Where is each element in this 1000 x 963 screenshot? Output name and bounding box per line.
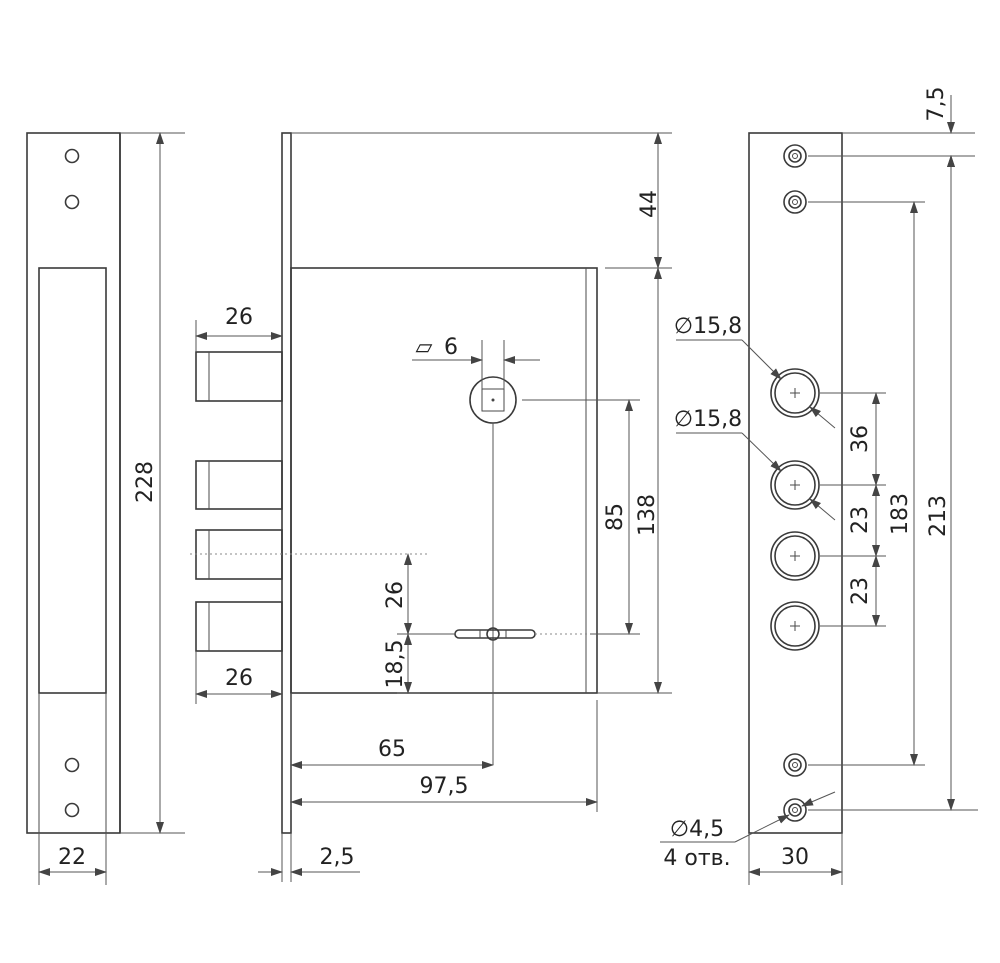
bolt-1 xyxy=(195,351,283,402)
label-top-offset: 44 xyxy=(637,190,662,218)
label-bolt-length-bottom: 26 xyxy=(225,666,253,691)
bolt-4 xyxy=(195,601,283,652)
strike-screw-hole xyxy=(64,194,80,210)
faceplate-bolt-hole xyxy=(770,601,820,651)
label-screw-hole-count: 4 отв. xyxy=(663,846,730,871)
dim-spindle-to-key: 85 xyxy=(522,399,640,635)
label-case-width: 97,5 xyxy=(420,774,469,799)
label-bolt-spacing-2: 23 xyxy=(848,506,873,534)
lock-body xyxy=(190,132,598,834)
keyhole xyxy=(454,627,590,641)
dim-key-to-bolt: 26 xyxy=(383,553,455,635)
dim-screw-hole-span: 183 xyxy=(808,201,925,766)
dim-backset: 65 xyxy=(290,693,494,810)
strike-screw-hole xyxy=(64,148,80,164)
label-screw-hole-span: 183 xyxy=(888,493,913,535)
label-backset: 65 xyxy=(378,737,406,762)
faceplate-screw-hole xyxy=(783,190,807,214)
label-top-screw-offset: 7,5 xyxy=(924,87,949,122)
strike-bolt-opening xyxy=(38,267,107,694)
dim-top-offset: 44 xyxy=(291,132,672,269)
spindle-square xyxy=(481,388,505,412)
label-case-height: 138 xyxy=(635,494,660,536)
dim-screw-hole-diameter: ∅4,5 4 отв. xyxy=(660,791,836,871)
dim-strike-height: 228 xyxy=(120,132,185,834)
faceplate-bolt-hole xyxy=(770,460,820,510)
faceplate-bolt-hole xyxy=(770,368,820,418)
dim-case-width: 97,5 xyxy=(290,700,598,812)
label-faceplate-thickness: 2,5 xyxy=(320,845,355,870)
lock-faceplate xyxy=(281,132,292,834)
strike-screw-hole xyxy=(64,757,80,773)
lock-case xyxy=(290,267,598,694)
bolt-2 xyxy=(195,460,283,510)
strike-screw-hole xyxy=(64,802,80,818)
dim-faceplate-thickness: 2,5 xyxy=(258,833,360,882)
dim-bolt-hole-diameter-top: ∅15,8 xyxy=(674,314,836,429)
faceplate-screw-hole xyxy=(783,144,807,168)
dim-top-screw-offset: 7,5 xyxy=(842,87,975,175)
dim-bolt-length-top: 26 xyxy=(195,305,283,352)
strike-plate xyxy=(26,132,121,834)
label-faceplate-width: 30 xyxy=(781,845,809,870)
label-faceplate-span: 213 xyxy=(926,495,951,537)
label-spindle-square: 6 xyxy=(444,335,458,360)
label-spindle-to-key: 85 xyxy=(603,503,628,531)
label-bolt-spacing-3: 23 xyxy=(848,577,873,605)
dim-faceplate-span: 213 xyxy=(808,155,978,811)
faceplate-screw-hole xyxy=(783,798,807,822)
dim-bolt-hole-diameter-second: ∅15,8 xyxy=(674,407,836,521)
dim-faceplate-width: 30 xyxy=(748,833,843,885)
faceplate-front xyxy=(748,132,843,834)
label-bolt-hole-diameter-top: ∅15,8 xyxy=(674,314,742,339)
label-bolt-length-top: 26 xyxy=(225,305,253,330)
dim-spindle-square: ▱ 6 xyxy=(412,335,540,389)
label-key-to-bolt: 26 xyxy=(383,581,408,609)
faceplate-bolt-hole xyxy=(770,531,820,581)
label-strike-width: 22 xyxy=(58,845,86,870)
label-screw-hole-diameter: ∅4,5 xyxy=(670,817,724,842)
dim-case-height: 138 xyxy=(597,267,672,694)
dim-bolt-spacing: 36 23 23 xyxy=(820,392,886,627)
label-strike-height: 228 xyxy=(133,461,158,503)
dim-bolt-length-bottom: 26 xyxy=(195,651,283,704)
spindle-square-symbol: ▱ xyxy=(416,335,433,360)
label-key-to-bottom: 18,5 xyxy=(383,640,408,689)
dim-key-to-bottom: 18,5 xyxy=(383,633,420,694)
dim-strike-width: 22 xyxy=(38,833,107,885)
label-bolt-hole-diameter-second: ∅15,8 xyxy=(674,407,742,432)
faceplate-screw-hole xyxy=(783,753,807,777)
label-bolt-spacing-1: 36 xyxy=(848,425,873,453)
